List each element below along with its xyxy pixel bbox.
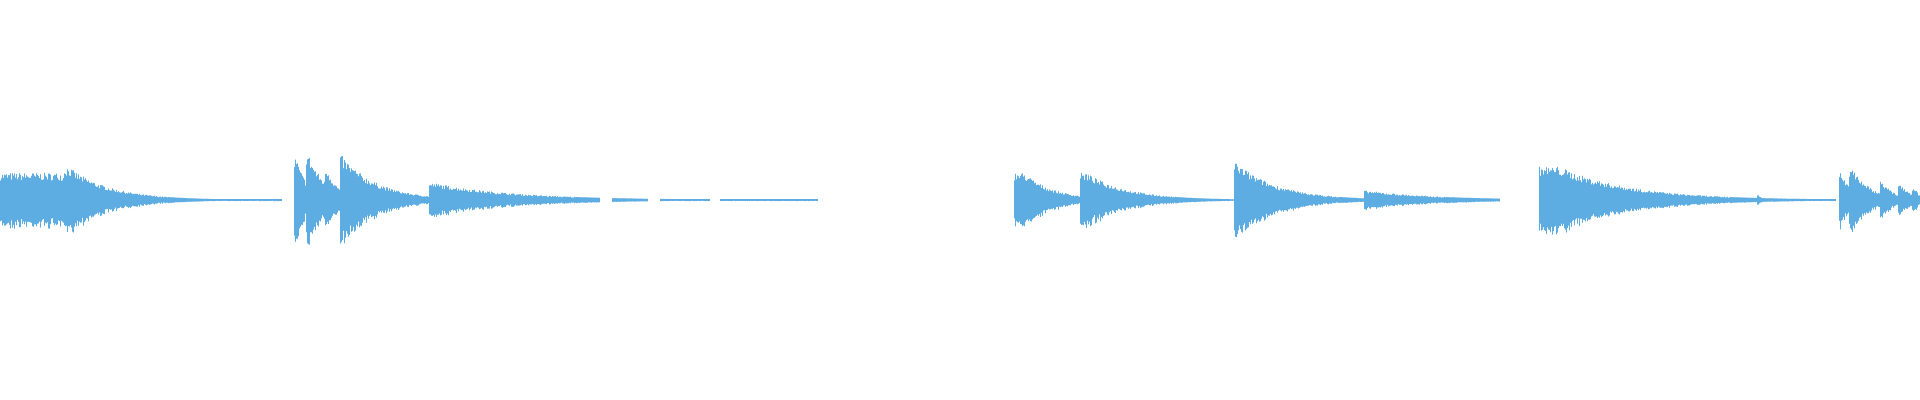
waveform-shape <box>0 156 1920 245</box>
